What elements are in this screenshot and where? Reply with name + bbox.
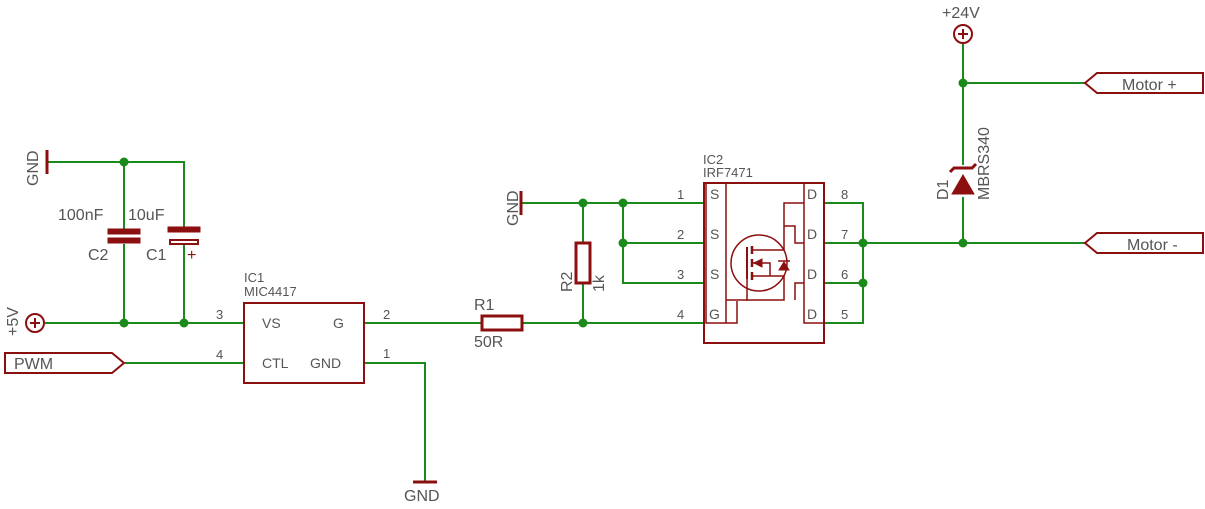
ic1-pin-number-2: 2 (383, 307, 390, 322)
resistor-r2: R2 1k (559, 241, 608, 292)
ic1-pin-g: G (333, 315, 344, 331)
ic2-pin-label-s3: S (710, 266, 719, 282)
c1-polarity: + (187, 247, 196, 264)
ic2-pin-label-d5: D (807, 306, 817, 322)
gnd-label: GND (404, 488, 440, 505)
resistor-r1: R1 50R (474, 297, 524, 351)
port-motor-minus-label: Motor - (1127, 237, 1178, 254)
ic1-pin-ctl: CTL (262, 355, 289, 371)
diode-d1: D1 MBRS340 (935, 127, 993, 200)
ic2-pin-label-s2: S (710, 226, 719, 242)
ic2-pin-label-d8: D (807, 186, 817, 202)
capacitor-c2: 100nF C2 (58, 207, 141, 264)
port-motor-minus: Motor - (1083, 232, 1204, 254)
port-pwm: PWM (4, 352, 126, 374)
mosfet-icon (726, 202, 804, 324)
port-motor-plus: Motor + (1083, 72, 1204, 94)
r2-value: 1k (591, 274, 608, 292)
gnd-label: GND (25, 150, 42, 186)
r1-name: R1 (474, 297, 495, 314)
ic1-name: IC1 (244, 270, 264, 285)
ic2-pin-number-2: 2 (677, 227, 684, 242)
ic2-pin-number-1: 1 (677, 187, 684, 202)
wires (45, 43, 1085, 482)
ic2-pin-number-5: 5 (841, 307, 848, 322)
ic2-pin-number-7: 7 (841, 227, 848, 242)
ic2-pin-number-3: 3 (677, 267, 684, 282)
c1-value: 10uF (128, 207, 165, 224)
ic2-pin-label-d7: D (807, 226, 817, 242)
supply-5v: +5V (5, 307, 45, 336)
ic2-pin-number-8: 8 (841, 187, 848, 202)
capacitor-c1: + 10uF C1 (128, 207, 201, 264)
d1-name: D1 (935, 179, 952, 200)
ic1-mic4417: IC1 MIC4417 VS G CTL GND 3 4 2 1 (216, 270, 390, 384)
supply-24v: +24V (942, 5, 980, 44)
supply-5v-label: +5V (5, 307, 22, 336)
c1-name: C1 (146, 247, 167, 264)
c2-value: 100nF (58, 207, 104, 224)
ic2-pin-label-s1: S (710, 186, 719, 202)
ic1-part: MIC4417 (244, 284, 297, 299)
ic2-irf7471: IC2 IRF7471 1 S 2 S 3 S 4 G 8 D 7 D 6 D … (677, 152, 848, 344)
r2-name: R2 (559, 271, 576, 292)
ic1-pin-number-4: 4 (216, 347, 223, 362)
r1-value: 50R (474, 334, 503, 351)
ic2-pin-number-4: 4 (677, 307, 684, 322)
gnd-symbol-mid: GND (505, 190, 523, 226)
supply-24v-label: +24V (942, 5, 980, 22)
gnd-label: GND (505, 190, 522, 226)
port-motor-plus-label: Motor + (1122, 77, 1177, 94)
ic1-pin-gnd: GND (310, 355, 341, 371)
port-pwm-label: PWM (14, 356, 53, 373)
d1-part: MBRS340 (976, 127, 993, 200)
ic2-pin-label-g: G (709, 306, 720, 322)
ic2-part: IRF7471 (703, 165, 753, 180)
ic1-pin-vs: VS (262, 315, 281, 331)
ic2-pin-number-6: 6 (841, 267, 848, 282)
gnd-symbol-top-left: GND (25, 150, 49, 186)
ic1-pin-number-1: 1 (383, 346, 390, 361)
junctions (119, 78, 968, 328)
gnd-symbol-bottom: GND (404, 480, 440, 505)
c2-name: C2 (88, 247, 109, 264)
ic1-pin-number-3: 3 (216, 307, 223, 322)
ic2-name: IC2 (703, 152, 723, 167)
ic2-pin-label-d6: D (807, 266, 817, 282)
